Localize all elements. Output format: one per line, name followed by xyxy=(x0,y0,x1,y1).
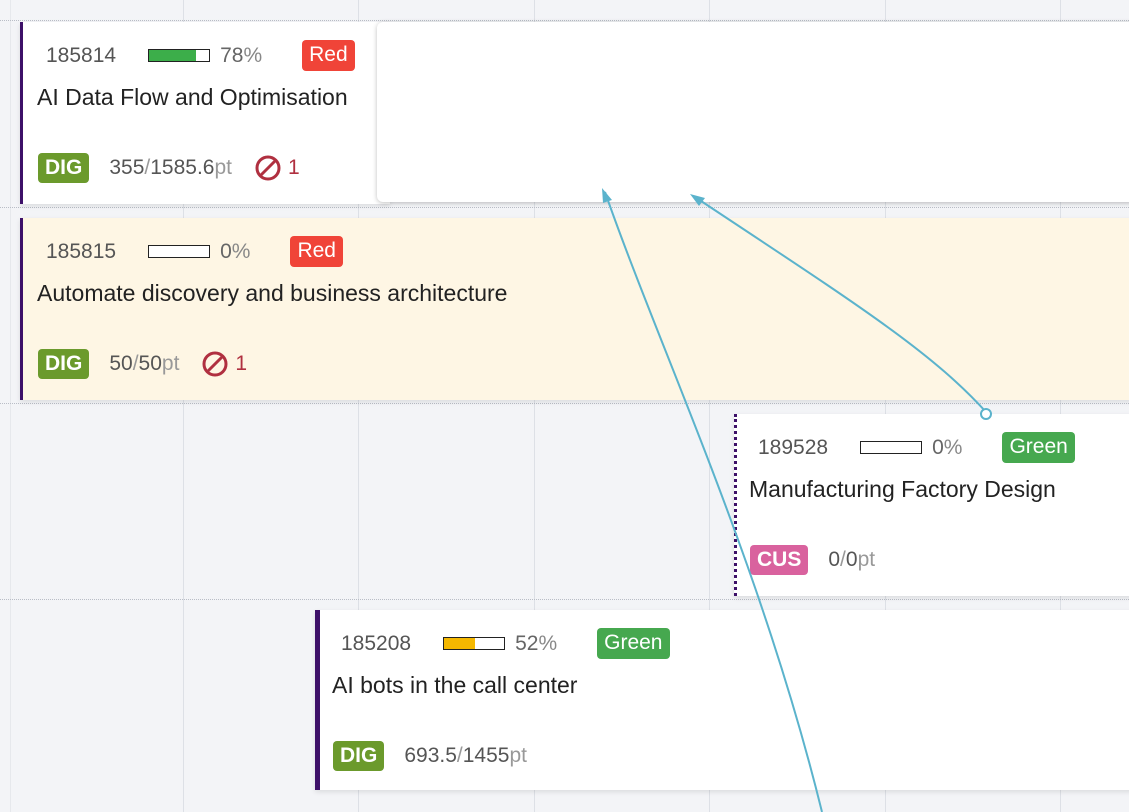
blocked-count: 1 xyxy=(287,156,300,179)
blocked-dependencies[interactable]: 1 xyxy=(254,154,300,182)
team-tag[interactable]: DIG xyxy=(333,741,385,771)
card-id: 185208 xyxy=(341,631,412,655)
card-footer: CUS 0/0pt xyxy=(750,545,875,575)
story-points: 50/50pt xyxy=(109,352,180,375)
feature-card-189528[interactable]: 189528 0% Green Manufacturing Factory De… xyxy=(734,414,1129,596)
card-title[interactable]: AI bots in the call center xyxy=(332,672,578,698)
card-id: 189528 xyxy=(758,435,829,459)
card-footer: DIG 355/1585.6pt 1 xyxy=(38,153,300,183)
card-header: 189528 0% Green xyxy=(758,432,1075,463)
card-footer: DIG 50/50pt 1 xyxy=(38,349,247,379)
blocked-icon xyxy=(202,351,228,377)
progress-percent: 0% xyxy=(220,239,251,263)
card-header: 185814 78% Red xyxy=(46,40,355,71)
card-id: 185814 xyxy=(46,43,117,67)
card-header: 185208 52% Green xyxy=(341,628,670,659)
story-points: 693.5/1455pt xyxy=(404,744,527,767)
team-tag[interactable]: DIG xyxy=(38,153,90,183)
feature-card-185208[interactable]: 185208 52% Green AI bots in the call cen… xyxy=(315,610,1129,790)
story-points: 0/0pt xyxy=(828,548,876,571)
progress-bar xyxy=(443,637,506,650)
card-footer: DIG 693.5/1455pt xyxy=(333,741,527,771)
card-title[interactable]: AI Data Flow and Optimisation xyxy=(37,84,348,110)
blocked-count: 1 xyxy=(235,352,248,375)
card-id: 185815 xyxy=(46,239,117,263)
feature-card-185815[interactable]: 185815 0% Red Automate discovery and bus… xyxy=(20,218,1129,400)
card-header: 185815 0% Red xyxy=(46,236,343,267)
progress-bar xyxy=(148,49,211,62)
progress-bar xyxy=(148,245,211,258)
status-badge[interactable]: Green xyxy=(597,628,670,659)
team-tag[interactable]: DIG xyxy=(38,349,90,379)
blocked-dependencies[interactable]: 1 xyxy=(201,350,247,378)
card-title[interactable]: Automate discovery and business architec… xyxy=(37,280,508,306)
progress-percent: 0% xyxy=(932,435,963,459)
status-badge[interactable]: Red xyxy=(290,236,343,267)
details-popup[interactable] xyxy=(377,22,1129,202)
progress-percent: 52% xyxy=(515,631,558,655)
feature-card-185814[interactable]: 185814 78% Red AI Data Flow and Optimisa… xyxy=(20,22,390,204)
team-tag[interactable]: CUS xyxy=(750,545,809,575)
progress-fill xyxy=(444,638,476,649)
card-title[interactable]: Manufacturing Factory Design xyxy=(749,476,1056,502)
blocked-icon xyxy=(255,155,281,181)
progress-fill xyxy=(149,50,196,61)
status-badge[interactable]: Green xyxy=(1002,432,1075,463)
progress-bar xyxy=(860,441,923,454)
status-badge[interactable]: Red xyxy=(302,40,355,71)
progress-percent: 78% xyxy=(220,43,263,67)
story-points: 355/1585.6pt xyxy=(109,156,232,179)
